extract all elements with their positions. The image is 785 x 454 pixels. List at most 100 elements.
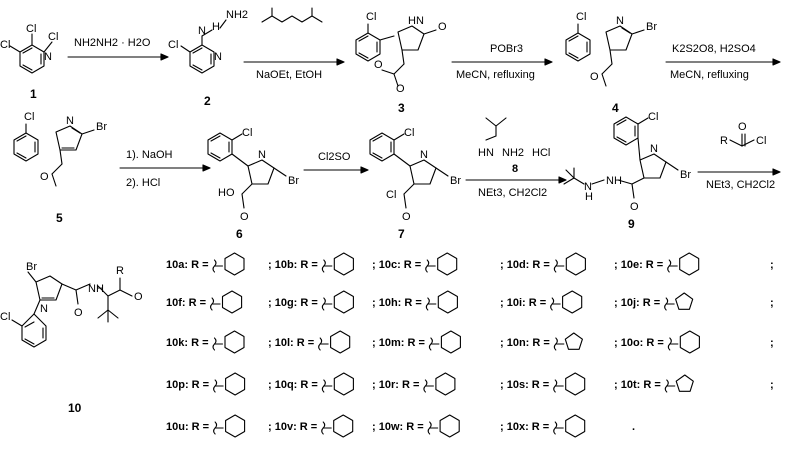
r-group-label-10b: ; 10b: R = bbox=[268, 259, 318, 271]
atom-label: Cl bbox=[48, 31, 58, 43]
compound-2-structure: N H NH2 Cl N bbox=[168, 9, 248, 74]
r-group-label-10v: ; 10v: R = bbox=[268, 421, 317, 433]
r-group-structure-10o bbox=[667, 330, 700, 354]
r-group-label-10w: ; 10w: R = bbox=[372, 421, 424, 433]
row-separator: ; bbox=[770, 379, 774, 391]
r-group-label-10x: ; 10x: R = bbox=[500, 421, 549, 433]
reagent-label: 8 bbox=[512, 163, 518, 175]
r-group-label-10q: ; 10q: R = bbox=[268, 379, 318, 391]
r-group-structure-10g bbox=[321, 290, 354, 314]
atom-label: NH2 bbox=[226, 9, 248, 21]
reagent-label: NEt3, CH2Cl2 bbox=[706, 179, 775, 191]
atom-label: O bbox=[74, 307, 83, 319]
reagent-label: Cl2SO bbox=[318, 151, 351, 163]
atom-label: HN bbox=[478, 147, 494, 159]
atom-label: Cl bbox=[26, 23, 36, 35]
atom-label: O bbox=[438, 21, 447, 33]
atom-label: N bbox=[258, 149, 266, 161]
r-group-label-10s: ; 10s: R = bbox=[500, 379, 549, 391]
compound-number-4: 4 bbox=[612, 101, 619, 115]
r-group-structure-10n bbox=[553, 332, 583, 351]
r-group-structure-10q bbox=[321, 372, 354, 396]
compound-number-1: 1 bbox=[30, 87, 37, 101]
compound-number-9: 9 bbox=[628, 217, 635, 231]
compound-number-10: 10 bbox=[68, 401, 82, 415]
atom-label: Br bbox=[646, 21, 657, 33]
compound-1-structure: Cl Cl Cl N bbox=[0, 23, 58, 74]
reagent-label: 2). HCl bbox=[126, 177, 160, 189]
reagent-label: NaOEt, EtOH bbox=[256, 69, 322, 81]
atom-label: Cl bbox=[242, 127, 252, 139]
compound-4-structure: Cl N Br O bbox=[565, 11, 657, 87]
r-group-table: 10a: R =; 10b: R =; 10c: R =; 10d: R =; … bbox=[166, 252, 774, 438]
compound-6-structure: Cl N Br HO O bbox=[207, 127, 299, 223]
r-group-structure-10m bbox=[428, 330, 461, 354]
atom-label: Cl bbox=[0, 311, 10, 323]
atom-label: O bbox=[630, 201, 639, 213]
atom-label: O bbox=[374, 59, 383, 71]
r-group-label-10i: ; 10i: R = bbox=[500, 297, 546, 309]
r-group-structure-10l bbox=[318, 330, 351, 354]
r-group-label-10p: 10p: R = bbox=[166, 379, 209, 391]
r-group-label-10a: 10a: R = bbox=[166, 259, 209, 271]
atom-label: Cl bbox=[648, 111, 658, 123]
reagent-label: POBr3 bbox=[490, 43, 523, 55]
r-group-structure-10t bbox=[664, 374, 694, 393]
atom-label: NH bbox=[88, 283, 104, 295]
r-group-structure-10v bbox=[321, 414, 354, 438]
r-group-structure-10h bbox=[425, 290, 458, 314]
atom-label: O bbox=[738, 121, 747, 133]
r-group-structure-10r bbox=[423, 372, 456, 396]
atom-label: N bbox=[66, 115, 74, 127]
reagent-label: NEt3, CH2Cl2 bbox=[478, 187, 547, 199]
atom-label: N bbox=[616, 15, 624, 27]
atom-label: Cl bbox=[404, 127, 414, 139]
atom-label: Cl bbox=[168, 39, 178, 51]
compound-number-2: 2 bbox=[204, 94, 211, 108]
atom-label: N bbox=[650, 143, 658, 155]
atom-label: Cl bbox=[386, 189, 396, 201]
atom-label: N bbox=[420, 149, 428, 161]
r-group-label-10g: ; 10g: R = bbox=[268, 297, 318, 309]
r-group-structure-10d bbox=[553, 252, 586, 276]
atom-label: R bbox=[720, 135, 728, 147]
tert-butylhydrazine: HN NH2 HCl bbox=[478, 117, 550, 159]
reagent-label: K2S2O8, H2SO4 bbox=[672, 43, 756, 55]
reagent-label: MeCN, refluxing bbox=[670, 69, 749, 81]
compound-number-6: 6 bbox=[236, 227, 243, 241]
atom-label: H bbox=[212, 21, 220, 33]
atom-label: Br bbox=[450, 175, 461, 187]
r-group-structure-10f bbox=[210, 290, 243, 314]
r-group-label-10c: ; 10c: R = bbox=[372, 259, 421, 271]
reagent-label: HCl bbox=[532, 147, 550, 159]
r-group-structure-10u bbox=[213, 414, 246, 438]
r-group-label-10t: ; 10t: R = bbox=[614, 379, 661, 391]
r-group-label-10f: 10f: R = bbox=[166, 297, 206, 309]
atom-label: N bbox=[198, 25, 206, 37]
r-group-label-10r: ; 10r: R = bbox=[372, 379, 419, 391]
atom-label: Cl bbox=[366, 11, 376, 23]
compound-9-structure: Cl N Br O NH N H bbox=[563, 111, 691, 213]
r-group-label-10j: ; 10j: R = bbox=[614, 297, 660, 309]
atom-label: N bbox=[584, 181, 592, 193]
r-group-label-10m: ; 10m: R = bbox=[372, 337, 425, 349]
row-separator: ; bbox=[770, 337, 774, 349]
atom-label: Cl bbox=[756, 135, 766, 147]
atom-label: O bbox=[396, 83, 405, 95]
r-group-structure-10x bbox=[553, 414, 586, 438]
atom-label: N bbox=[44, 51, 52, 63]
r-group-label-10k: 10k: R = bbox=[166, 337, 209, 349]
atom-label: Br bbox=[288, 175, 299, 187]
atom-label: O bbox=[402, 211, 411, 223]
atom-label: HO bbox=[218, 187, 235, 199]
r-group-structure-10i bbox=[550, 290, 583, 314]
compound-5-structure: Cl N Br O bbox=[13, 111, 107, 187]
atom-label: HN bbox=[408, 15, 424, 27]
r-group-structure-10p bbox=[213, 372, 246, 396]
reagent-label: NH2NH2 · H2O bbox=[74, 37, 151, 49]
atom-label: Br bbox=[680, 169, 691, 181]
compound-3-structure: Cl HN O O O bbox=[355, 11, 447, 95]
atom-label: Br bbox=[26, 261, 37, 273]
r-group-structure-10e bbox=[667, 252, 700, 276]
